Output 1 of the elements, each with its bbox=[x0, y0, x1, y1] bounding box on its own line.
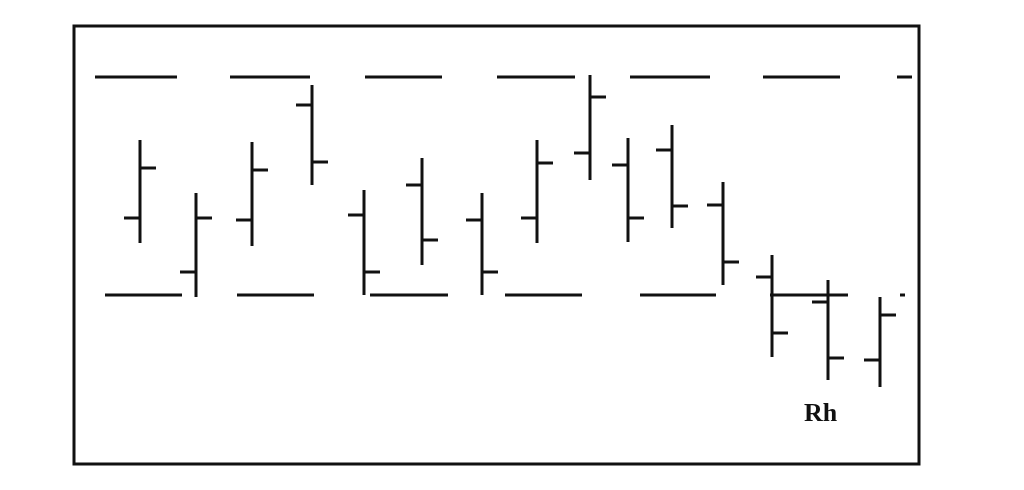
chart-label: Rh bbox=[804, 398, 838, 428]
